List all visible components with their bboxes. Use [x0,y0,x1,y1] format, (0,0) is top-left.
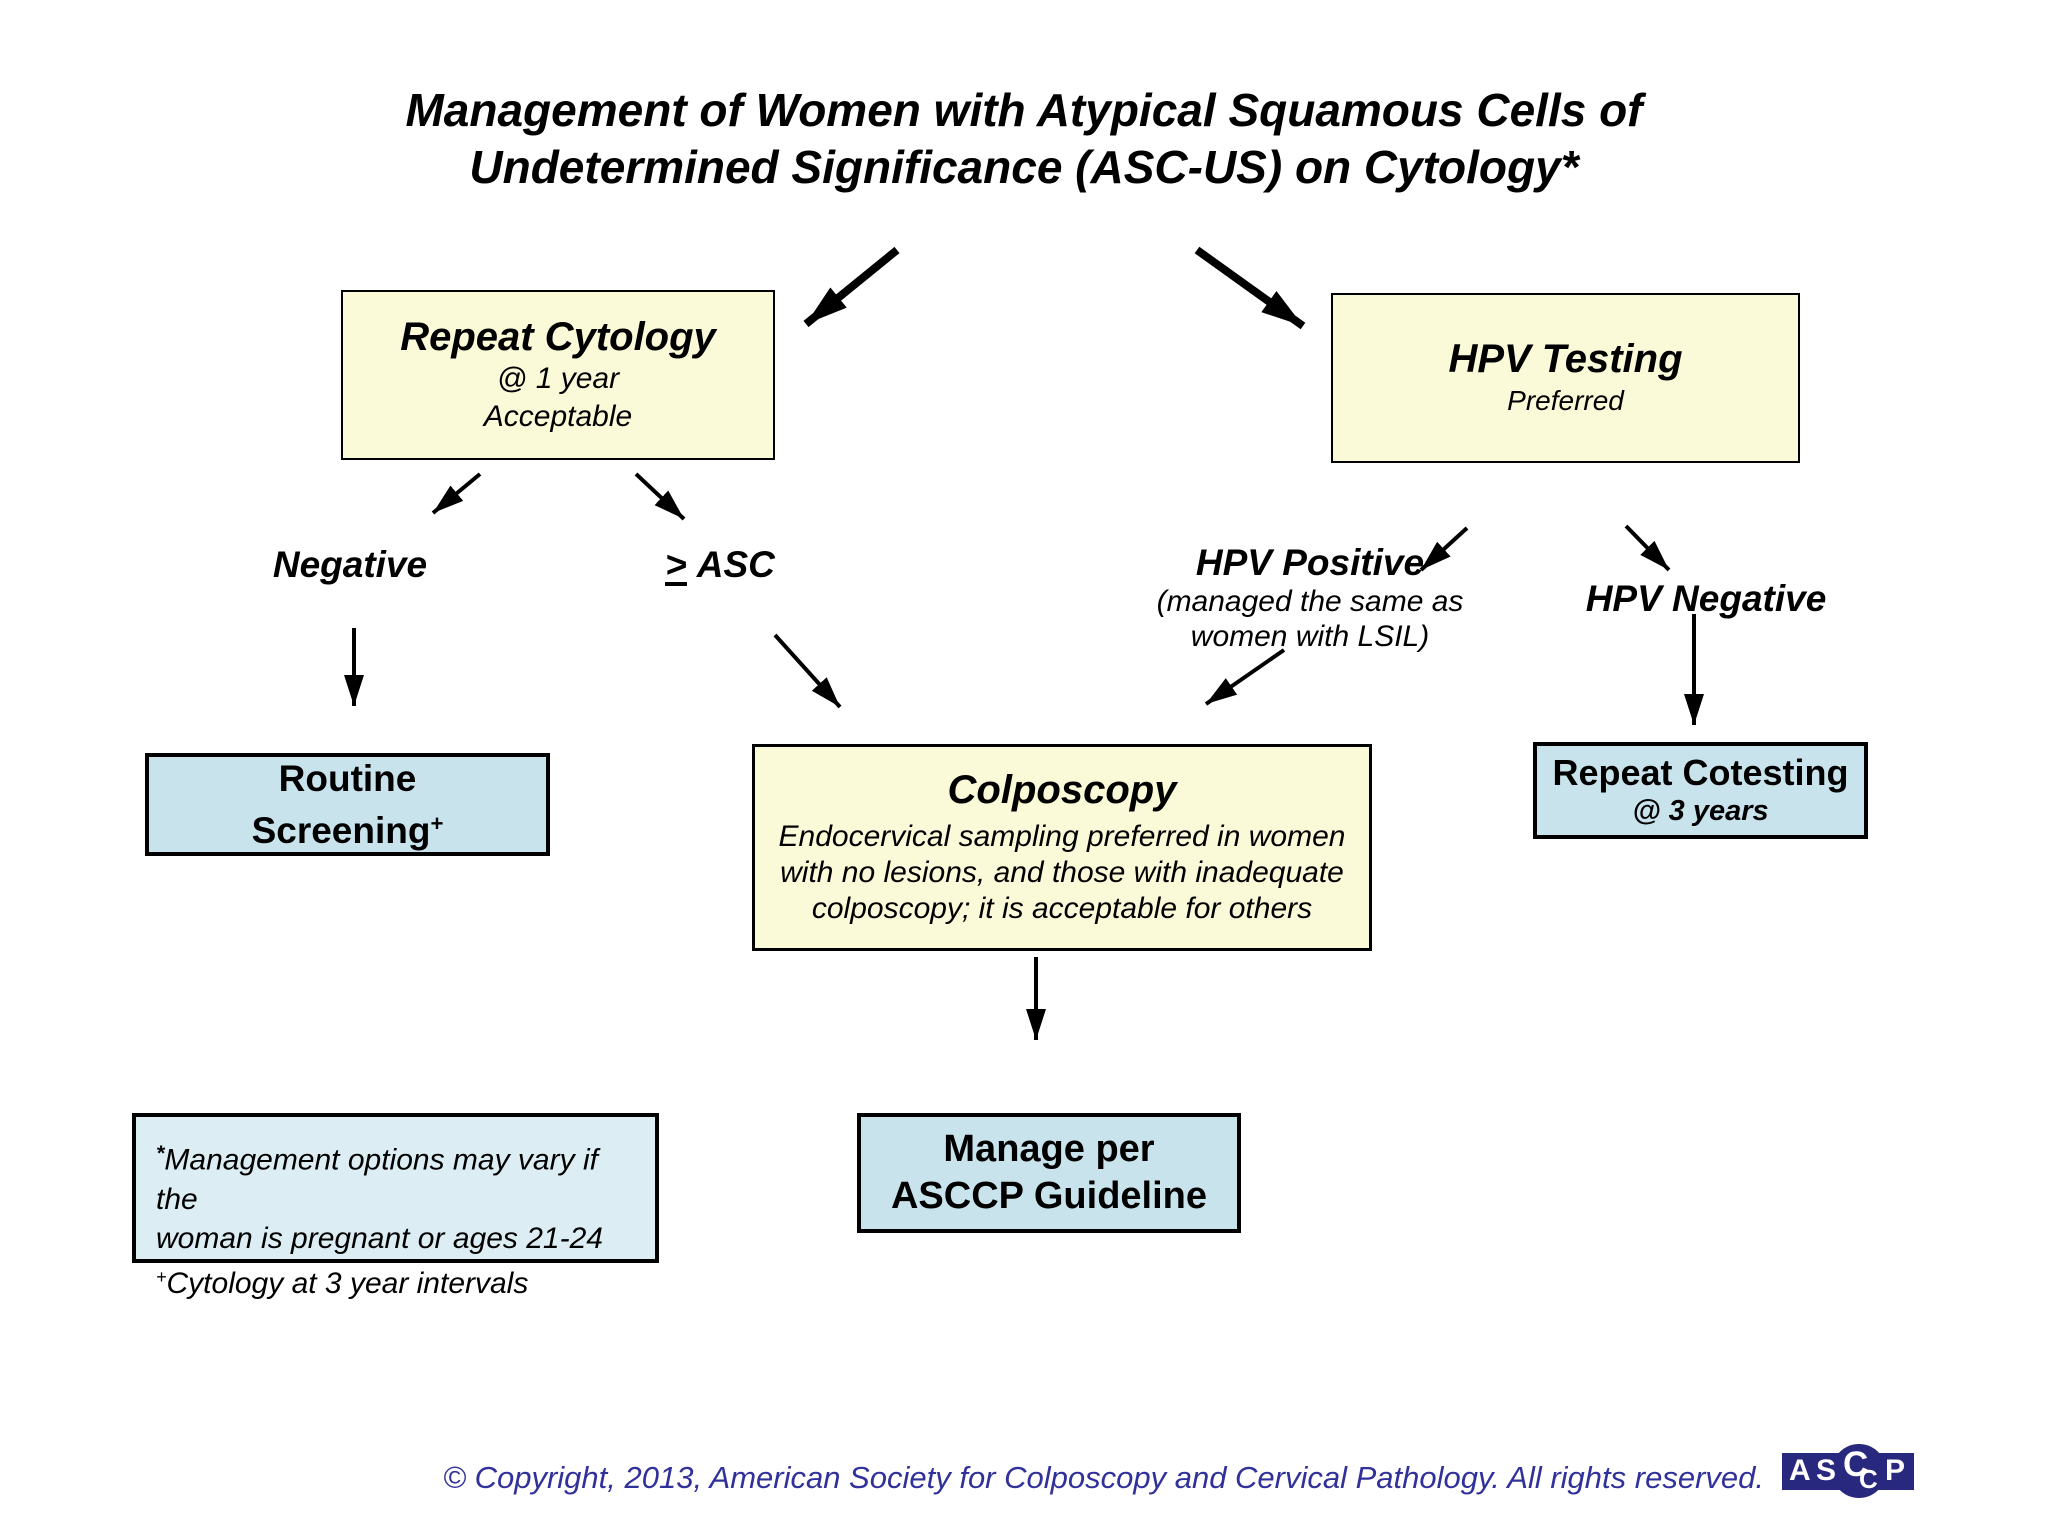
hpv-positive-note1: (managed the same as [1156,585,1464,618]
page-title-line2: Undetermined Significance (ASC-US) on Cy… [469,141,1579,193]
routine-screening-line2: Screening+ [252,801,444,853]
hpv-positive-title: HPV Positive [1195,542,1425,583]
repeat-cytology-title: Repeat Cytology [400,314,716,359]
label-hpv-positive: HPV Positive (managed the same as women … [1110,542,1510,654]
routine-screening-sup: + [430,810,444,836]
asccp-logo: A S C C P [1782,1444,1914,1498]
asccp-logo-letter-c2: C [1859,1464,1878,1494]
footnote-plus: + [156,1266,167,1287]
page-title: Management of Women with Atypical Squamo… [0,82,2048,196]
asccp-logo-bar [1782,1453,1914,1490]
arrow-hpv-testing-to-hpv-negative [1624,524,1671,572]
repeat-cytology-acceptable: Acceptable [483,399,633,433]
label-asc-text: ASC [696,544,775,585]
footnote-box: *Management options may vary if the woma… [132,1113,659,1300]
hpv-testing-preferred: Preferred [1507,384,1624,416]
routine-screening-word: Screening [251,810,431,852]
repeat-cytology-interval: @ 1 year [496,361,620,395]
colposcopy-body-line1: Endocervical sampling preferred in women [778,820,1346,853]
page-title-line1: Management of Women with Atypical Squamo… [405,84,1643,136]
repeat-cotesting-line1: Repeat Cotesting [1552,751,1849,793]
repeat-cotesting-line2: @ 3 years [1632,794,1769,827]
label-negative: Negative [230,544,470,586]
arrow-repeat-cytology-to-asc [634,472,686,521]
hpv-testing-title: HPV Testing [1448,336,1683,381]
gte-symbol: > [665,544,687,587]
hpv-positive-note2: women with LSIL) [1190,620,1430,653]
label-hpv-negative: HPV Negative [1536,578,1876,620]
node-manage-per-asccp: Manage per ASCCP Guideline [857,1113,1241,1233]
footnote-line1-text: Management options may vary if the [156,1143,598,1216]
footnote-star: * [156,1140,165,1165]
label-hpv-negative-text: HPV Negative [1585,578,1827,619]
node-repeat-cytology: Repeat Cytology @ 1 year Acceptable [341,290,775,460]
footnote-line2: woman is pregnant or ages 21-24 [156,1221,603,1255]
footnote-line1: *Management options may vary if the [156,1133,645,1219]
colposcopy-body: Endocervical sampling preferred in women… [779,819,1346,927]
arrow-title-to-hpv-testing [1194,246,1306,330]
asccp-logo-letter-p: P [1885,1454,1906,1487]
asccp-logo-letter-a: A [1789,1454,1811,1487]
arrow-repeat-cytology-to-negative [431,472,482,515]
manage-line2: ASCCP Guideline [890,1175,1208,1217]
colposcopy-title: Colposcopy [947,768,1177,812]
node-colposcopy: Colposcopy Endocervical sampling preferr… [752,744,1372,951]
arrow-title-to-repeat-cytology [803,246,900,328]
footnote-line3-text: Cytology at 3 year intervals [166,1266,529,1300]
colposcopy-body-line3: colposcopy; it is acceptable for others [811,892,1313,925]
label-gte-asc: >ASC [610,544,830,587]
footnote-line3: +Cytology at 3 year intervals [156,1258,645,1303]
asccp-logo-letter-c1: C [1843,1445,1869,1484]
routine-screening-line1: Routine [278,757,417,799]
node-routine-screening: Routine Screening+ [145,753,550,856]
copyright-text: © Copyright, 2013, American Society for … [443,1460,1764,1495]
node-hpv-testing: HPV Testing Preferred [1331,293,1800,463]
asccp-logo-letter-s: S [1816,1454,1837,1487]
label-negative-text: Negative [272,544,428,585]
colposcopy-body-line2: with no lesions, and those with inadequa… [780,856,1344,889]
manage-line1: Manage per [943,1128,1155,1170]
arrow-hpv-positive-to-colposcopy [1204,648,1286,706]
arrow-asc-to-colposcopy [773,633,842,709]
node-repeat-cotesting: Repeat Cotesting @ 3 years [1533,742,1868,839]
